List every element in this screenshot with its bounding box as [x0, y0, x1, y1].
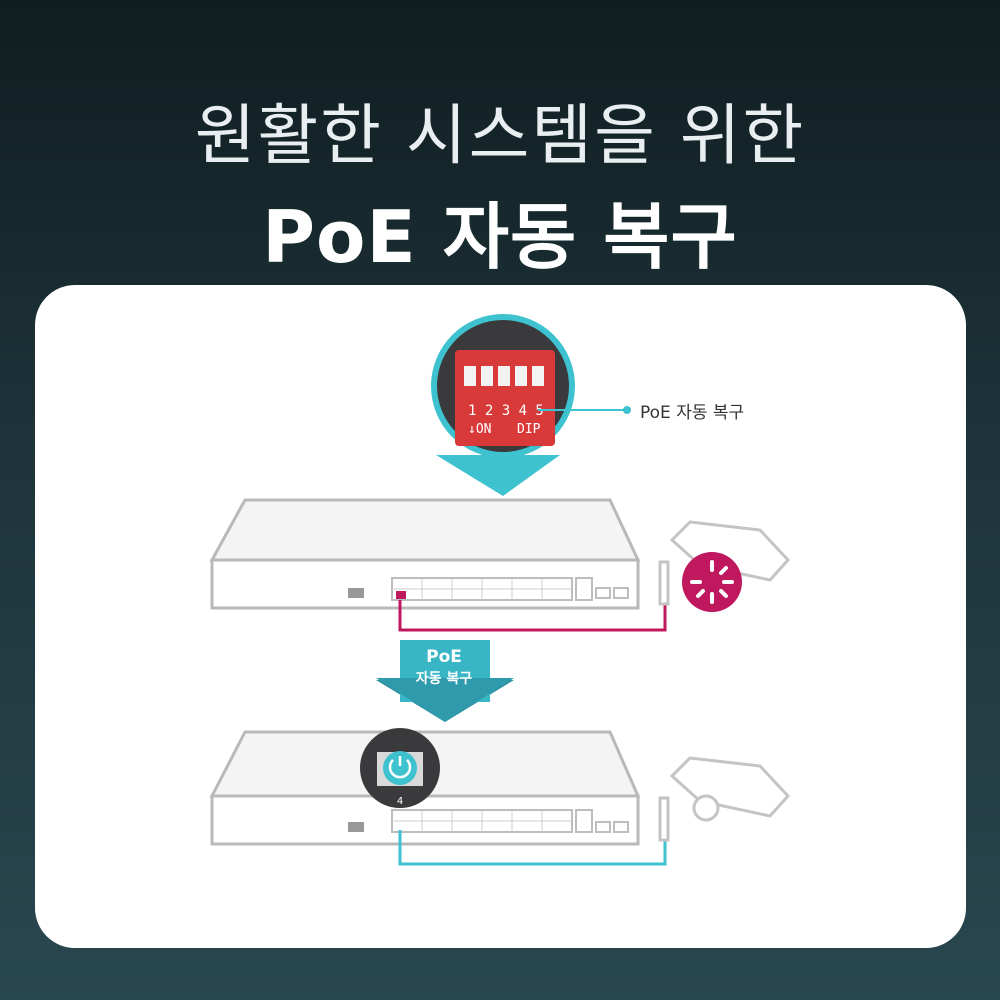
camera-icon-top [658, 520, 791, 606]
port-number: 4 [396, 796, 404, 807]
arrow-label-line1: PoE [426, 647, 462, 667]
headline-title: PoE 자동 복구 [262, 195, 738, 279]
camera-icon-bottom [658, 756, 791, 842]
headline-subtitle: 원활한 시스템을 위한 [194, 97, 806, 174]
arrow-label: PoE 자동 복구 [390, 646, 498, 690]
arrow-label-line2: 자동 복구 [415, 671, 473, 687]
network-switch-bottom [209, 730, 641, 846]
dip-on-label: ↓ON [468, 422, 491, 437]
loading-spinner-icon [690, 560, 734, 604]
callout-pointer [436, 455, 560, 496]
callout-dot [623, 406, 631, 414]
dip-brand-label: DIP [517, 422, 541, 437]
callout-label: PoE 자동 복구 [640, 403, 745, 423]
dip-switch: 1 2 3 4 5 ↓ON DIP [455, 350, 555, 446]
dip-numbers: 1 2 3 4 5 [468, 403, 544, 419]
power-icon [383, 751, 417, 785]
network-switch-top [209, 498, 641, 610]
recovery-arrow [376, 640, 514, 722]
